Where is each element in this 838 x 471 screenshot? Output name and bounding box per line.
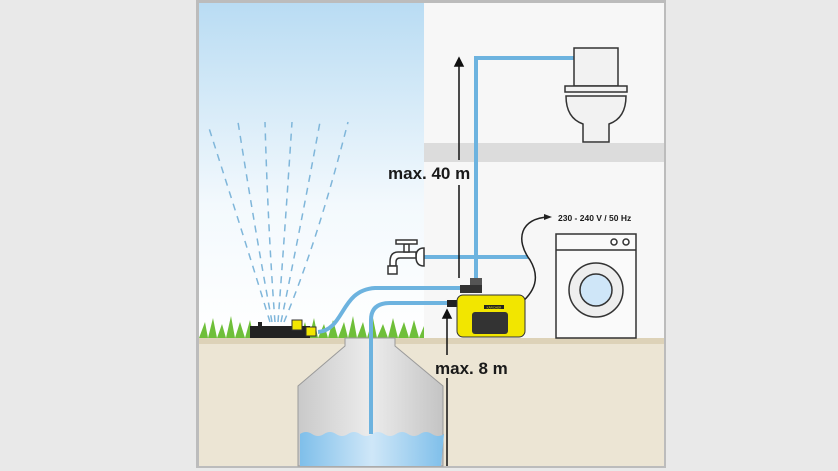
max-height-label: max. 40 m [388,164,470,183]
power-cable [514,216,550,309]
water [300,432,444,466]
sprinkler-spray [207,121,349,323]
grass [199,316,424,338]
max-suction-label: max. 8 m [435,359,508,378]
sprinkler [250,319,317,338]
height-arrow [453,56,465,278]
suction-arrow [441,308,453,466]
power-label: 230 - 240 V / 50 Hz [558,213,631,223]
floor-slab [424,143,664,162]
water-tap-icon [387,239,425,275]
garden-pump: KÄRCHER [447,278,526,338]
ground-edge [199,338,664,344]
pump-brand-logo: KÄRCHER [487,306,503,310]
sky [199,3,424,339]
pipes [317,56,575,434]
plug-icon [544,214,552,220]
washing-machine-icon [555,233,637,339]
toilet-icon [564,47,628,143]
